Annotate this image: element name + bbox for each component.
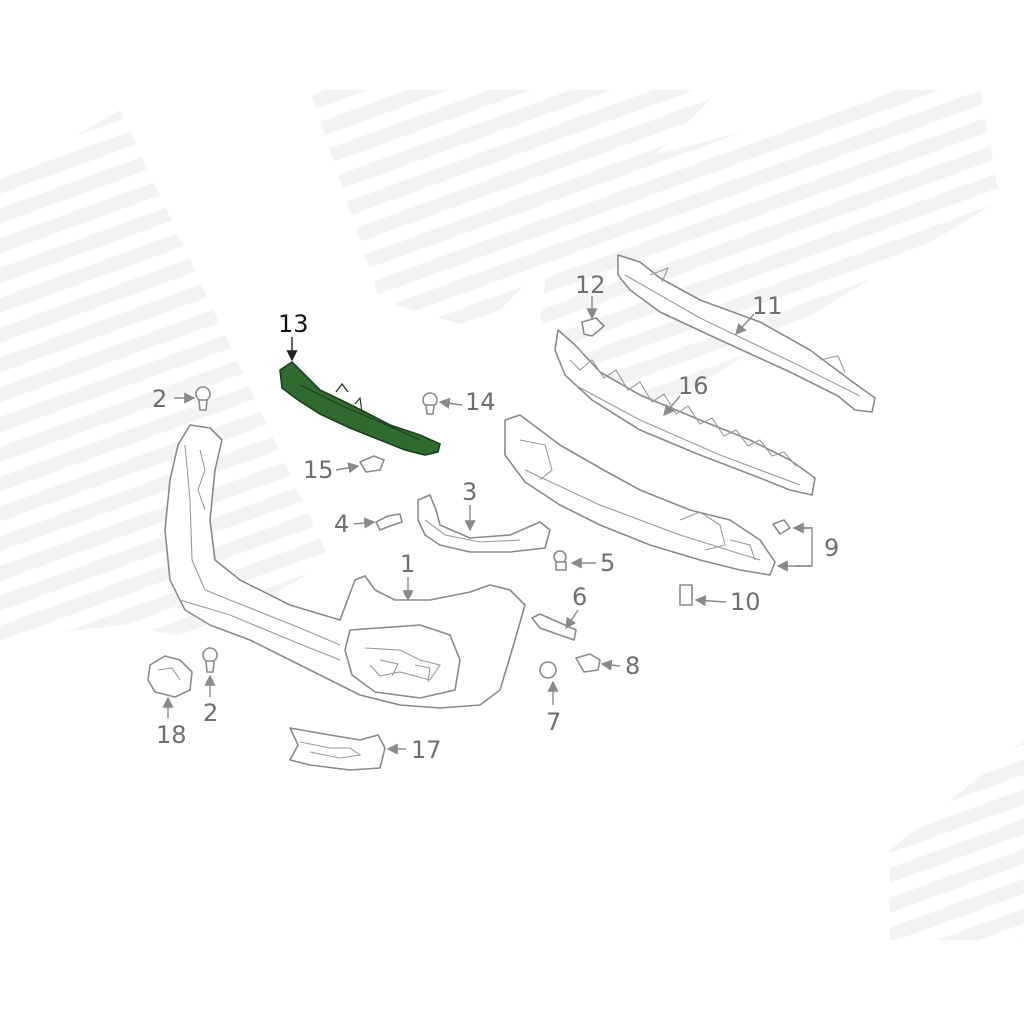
fastener-8 [575,653,601,673]
part-3-side-bracket [417,494,551,553]
fastener-15 [359,455,385,473]
part-13-bracket-highlighted [279,360,441,456]
callout-6: 6 [572,583,587,611]
leader-lines [162,296,813,755]
fastener-10 [679,584,693,606]
part-18-clip [147,655,193,698]
watermark-background [0,90,1024,940]
callout-14: 14 [465,388,496,416]
callout-8: 8 [625,652,640,680]
callout-labels: 13 2 14 15 4 3 1 5 6 8 7 10 9 12 11 16 2… [152,271,839,764]
callout-13: 13 [278,310,309,338]
fastener-5 [553,550,567,571]
part-17-bezel [289,727,386,771]
callout-3: 3 [462,478,477,506]
callout-11: 11 [752,292,783,320]
part-6-strip [531,613,577,641]
fastener-7 [539,661,557,679]
callout-12: 12 [575,271,606,299]
fastener-14 [422,392,438,415]
fastener-2-bottom [202,647,218,673]
callout-4: 4 [334,510,349,538]
callout-17: 17 [411,736,442,764]
part-9-lower-support [504,414,776,576]
fastener-2-top [195,386,211,411]
callout-2-bottom: 2 [203,699,218,727]
callout-16: 16 [678,372,709,400]
part-16-absorber [554,329,816,496]
fasteners [195,317,791,679]
callout-7: 7 [546,708,561,736]
callout-1: 1 [400,550,415,578]
callout-18: 18 [156,721,187,749]
fastener-4 [375,513,403,531]
callout-10: 10 [730,588,761,616]
fastener-9 [772,519,791,535]
part-1-bumper-cover [164,424,526,709]
callout-2-top: 2 [152,385,167,413]
callout-9: 9 [824,534,839,562]
callout-5: 5 [600,549,615,577]
callout-15: 15 [303,456,334,484]
